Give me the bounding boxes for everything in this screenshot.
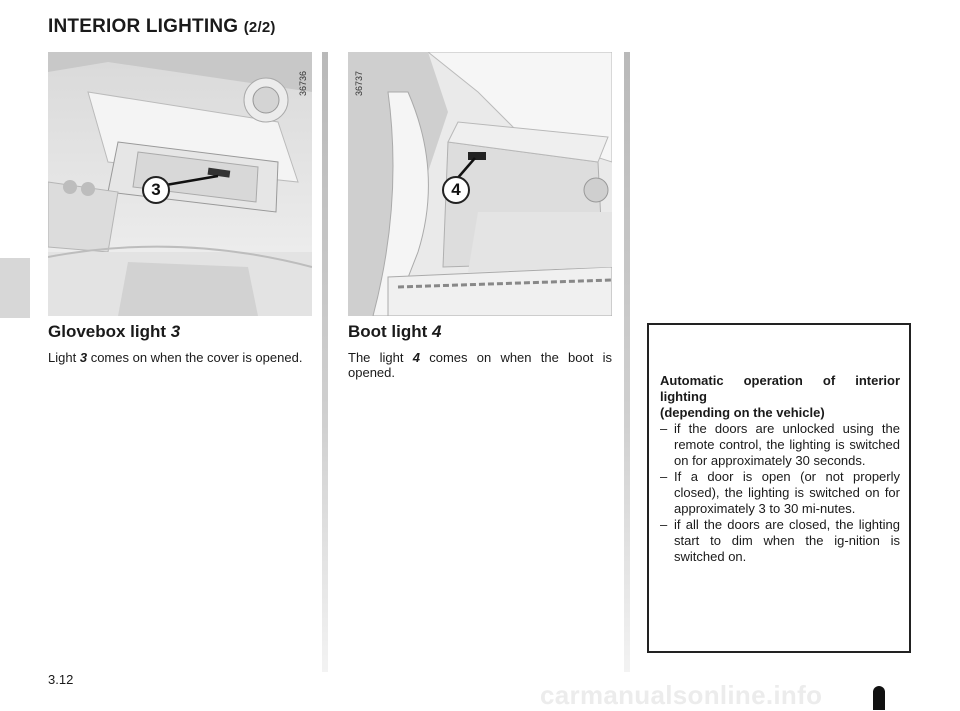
boot-drawing [348, 52, 612, 316]
info-item-text: If a door is open (or not properly close… [674, 469, 900, 516]
figure-id-glovebox: 36736 [298, 70, 308, 96]
bullet-dash: – [660, 517, 668, 532]
glovebox-heading-text: Glovebox light [48, 322, 167, 341]
bullet-dash: – [660, 421, 668, 436]
glovebox-description: Light 3 comes on when the cover is opene… [48, 350, 312, 365]
info-item: – if all the doors are closed, the light… [660, 517, 900, 565]
boot-illustration: 4 36737 [348, 52, 612, 316]
boot-text-num: 4 [412, 350, 420, 365]
column-divider-left [322, 52, 328, 672]
info-box-content: Automatic operation of interior lighting… [660, 373, 900, 565]
callout-3: 3 [142, 176, 170, 204]
glovebox-illustration: 3 36736 [48, 52, 312, 316]
info-title-line: (depending on the vehicle) [660, 405, 825, 420]
boot-description: The light 4 comes on when the boot is op… [348, 350, 612, 380]
chapter-tab [0, 258, 30, 318]
info-item: – If a door is open (or not properly clo… [660, 469, 900, 517]
page-title: INTERIOR LIGHTING (2/2) [48, 16, 276, 38]
page-title-part: (2/2) [243, 19, 276, 36]
info-title: Automatic operation of interior lighting… [660, 373, 900, 421]
info-box [647, 323, 911, 653]
info-item-text: if the doors are unlocked using the remo… [674, 421, 900, 468]
glovebox-text-post: comes on when the cover is opened. [90, 350, 303, 365]
boot-text-post: comes on when the boot is opened. [348, 350, 612, 380]
glovebox-text-pre: Light [48, 350, 77, 365]
boot-heading: Boot light 4 [348, 322, 442, 342]
glovebox-drawing [48, 52, 312, 316]
info-item: – if the doors are unlocked using the re… [660, 421, 900, 469]
boot-text-pre: The light [348, 350, 404, 365]
boot-heading-num: 4 [432, 322, 442, 341]
page-number: 3.12 [48, 672, 74, 687]
watermark: carmanualsonline.info [540, 680, 823, 710]
callout-4: 4 [442, 176, 470, 204]
bullet-dash: – [660, 469, 668, 484]
figure-id-boot: 36737 [354, 70, 364, 96]
glovebox-heading: Glovebox light 3 [48, 322, 180, 342]
column-divider-right [624, 52, 630, 672]
boot-heading-text: Boot light [348, 322, 428, 341]
glovebox-heading-num: 3 [170, 322, 181, 341]
glovebox-text-num: 3 [79, 350, 88, 365]
info-item-text: if all the doors are closed, the lightin… [674, 517, 900, 564]
page-title-text: INTERIOR LIGHTING [48, 16, 239, 37]
corner-mark [873, 686, 885, 710]
info-title-line: Automatic operation of interior lighting [660, 373, 900, 404]
